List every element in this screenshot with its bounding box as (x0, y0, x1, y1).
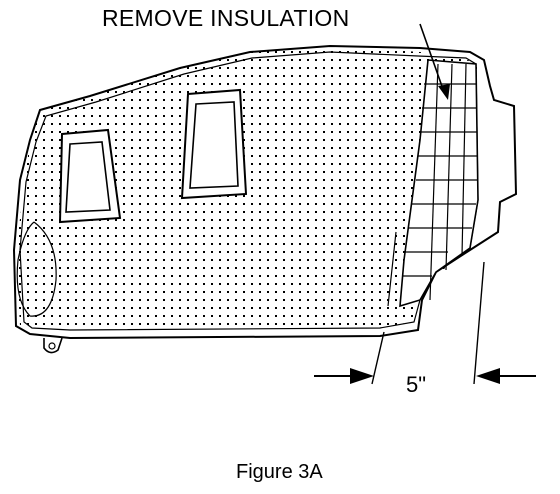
mounting-tab (43, 337, 63, 354)
dimension-extension-left (371, 331, 385, 385)
mounting-hole (48, 342, 56, 350)
dimension-markers (314, 261, 536, 385)
wire-loop (16, 221, 57, 317)
window-opening-right (180, 88, 248, 200)
dimension-label: 5" (406, 372, 426, 397)
dimension-extension-right (473, 261, 485, 385)
window-opening-left (58, 128, 122, 224)
callout-arrow (419, 23, 450, 100)
dimension-arrow-left-head (350, 368, 374, 384)
remove-insulation-label: REMOVE INSULATION (102, 5, 350, 31)
dimension-arrow-right-head (476, 368, 500, 384)
removed-insulation-grid (387, 59, 479, 308)
door-panel-outline (12, 44, 518, 340)
figure-caption: Figure 3A (236, 461, 323, 483)
